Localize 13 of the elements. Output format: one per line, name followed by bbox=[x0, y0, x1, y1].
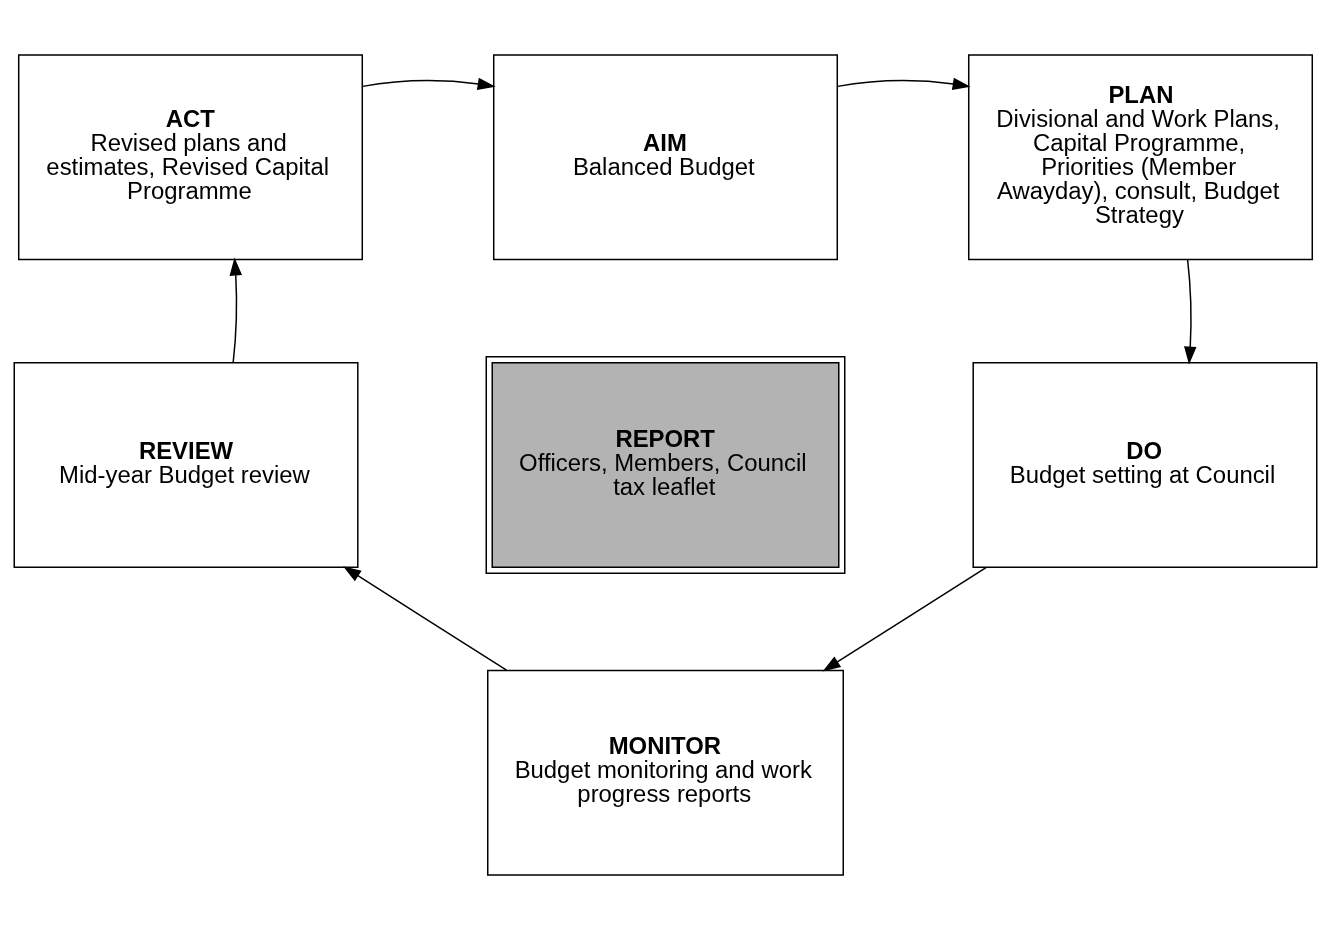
arrow bbox=[361, 77, 496, 90]
node-box: DO Budget setting at Council bbox=[972, 361, 1318, 568]
node-box: PLAN Divisional and Work Plans, Capital Programme, Priorities (Member Awayday), consult, Budget Strategy bbox=[967, 53, 1314, 260]
node-box: ACT Revised plans and estimates, Revised Capital Programme bbox=[17, 53, 364, 260]
node-box: REVIEW Mid-year Budget review bbox=[13, 361, 359, 568]
arrow bbox=[1184, 258, 1197, 364]
node-box: REPORT Officers, Members, Council tax leaflet bbox=[485, 355, 846, 574]
arrow bbox=[343, 565, 508, 671]
node-box: MONITOR Budget monitoring and work progress reports bbox=[487, 669, 844, 876]
arrow bbox=[229, 257, 243, 363]
arrow bbox=[836, 77, 971, 90]
node-box: AIM Balanced Budget bbox=[492, 53, 839, 260]
arrow bbox=[822, 566, 987, 671]
